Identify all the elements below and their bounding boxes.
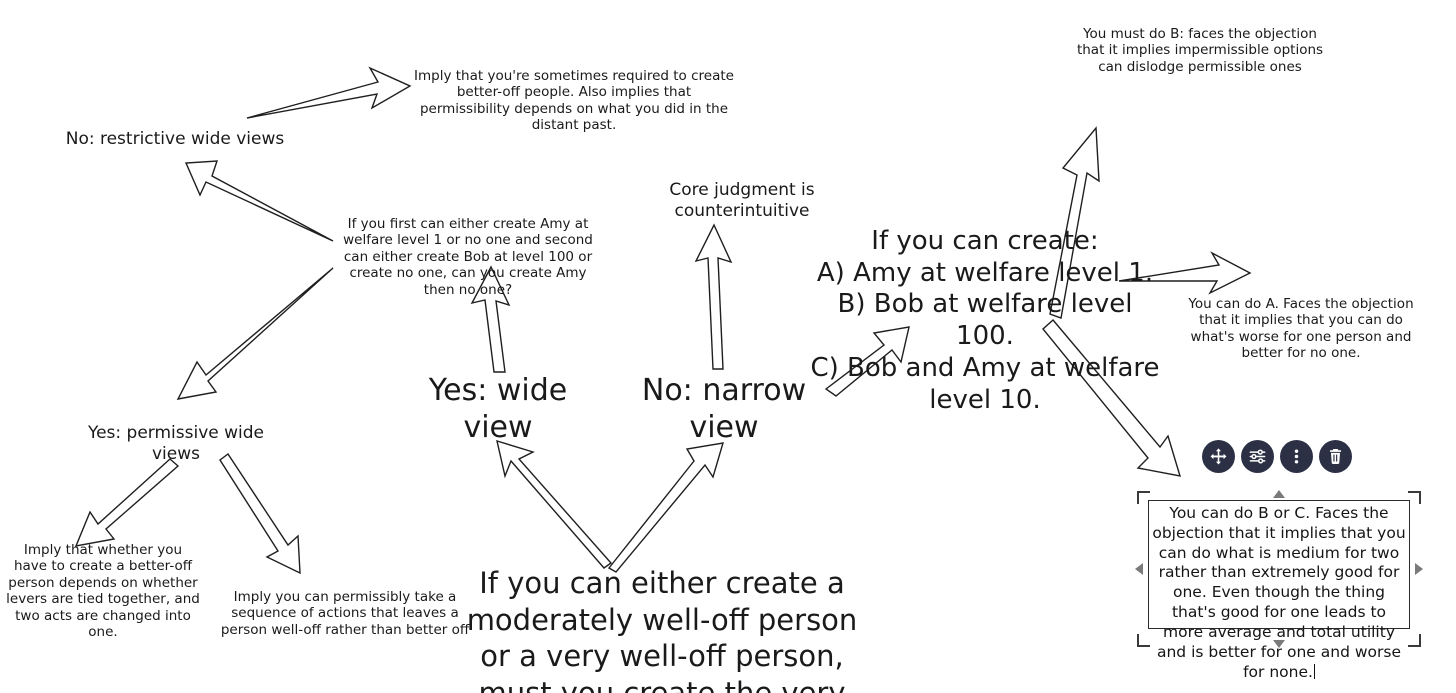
selected-textbox[interactable]: You can do B or C. Faces the objection t… (1135, 490, 1423, 681)
node-two-lever-question[interactable]: If you first can either create Amy at we… (343, 216, 593, 298)
arrow-to-no-narrow-view (607, 442, 724, 573)
resize-handle-top-right[interactable] (1408, 491, 1421, 504)
node-can-do-a[interactable]: You can do A. Faces the objection that i… (1188, 296, 1414, 362)
node-no-narrow-view[interactable]: No: narrow view (641, 373, 807, 446)
node-must-do-b[interactable]: You must do B: faces the objection that … (1076, 26, 1324, 75)
settings-sliders-icon[interactable] (1241, 440, 1274, 473)
textbox-toolbar (1202, 440, 1352, 473)
node-yes-permissive-wide-views[interactable]: Yes: permissive wide views (87, 423, 265, 464)
resize-handle-bottom-right[interactable] (1408, 634, 1421, 647)
node-no-restrictive-wide-views[interactable]: No: restrictive wide views (65, 129, 285, 149)
connector-handle-bottom-icon[interactable] (1273, 640, 1285, 648)
node-three-options[interactable]: If you can create: A) Amy at welfare lev… (810, 226, 1160, 415)
node-moderately-vs-very[interactable]: If you can either create a moderately we… (466, 566, 858, 693)
arrow-to-core-judgment (694, 223, 733, 370)
connector-handle-right-icon[interactable] (1415, 563, 1423, 575)
text-caret (1313, 663, 1315, 679)
node-sequence-of-actions[interactable]: Imply you can permissibly take a sequenc… (220, 589, 470, 638)
resize-handle-bottom-left[interactable] (1137, 634, 1150, 647)
connector-handle-left-icon[interactable] (1135, 563, 1143, 575)
node-levers-tied[interactable]: Imply that whether you have to create a … (6, 542, 200, 641)
arrow-to-sequence-of-actions (219, 452, 301, 575)
arrow-to-levers-tied (74, 458, 180, 547)
textbox-frame[interactable]: You can do B or C. Faces the objection t… (1148, 500, 1410, 681)
node-yes-wide-view[interactable]: Yes: wide view (428, 373, 568, 446)
arrow-to-yes-wide-view (496, 439, 613, 569)
arrow-to-yes-permissive-wide-views (176, 267, 334, 400)
arrow-to-no-restrictive-wide-views (184, 160, 334, 242)
more-options-icon[interactable] (1280, 440, 1313, 473)
arrow-to-restrictive-implication (246, 66, 412, 119)
resize-handle-top-left[interactable] (1137, 491, 1150, 504)
move-icon[interactable] (1202, 440, 1235, 473)
trash-icon[interactable] (1319, 440, 1352, 473)
textbox-content[interactable]: You can do B or C. Faces the objection t… (1152, 504, 1406, 681)
connector-handle-top-icon[interactable] (1273, 490, 1285, 498)
node-restrictive-implication[interactable]: Imply that you're sometimes required to … (414, 68, 734, 134)
node-core-judgment[interactable]: Core judgment is counterintuitive (669, 180, 815, 221)
